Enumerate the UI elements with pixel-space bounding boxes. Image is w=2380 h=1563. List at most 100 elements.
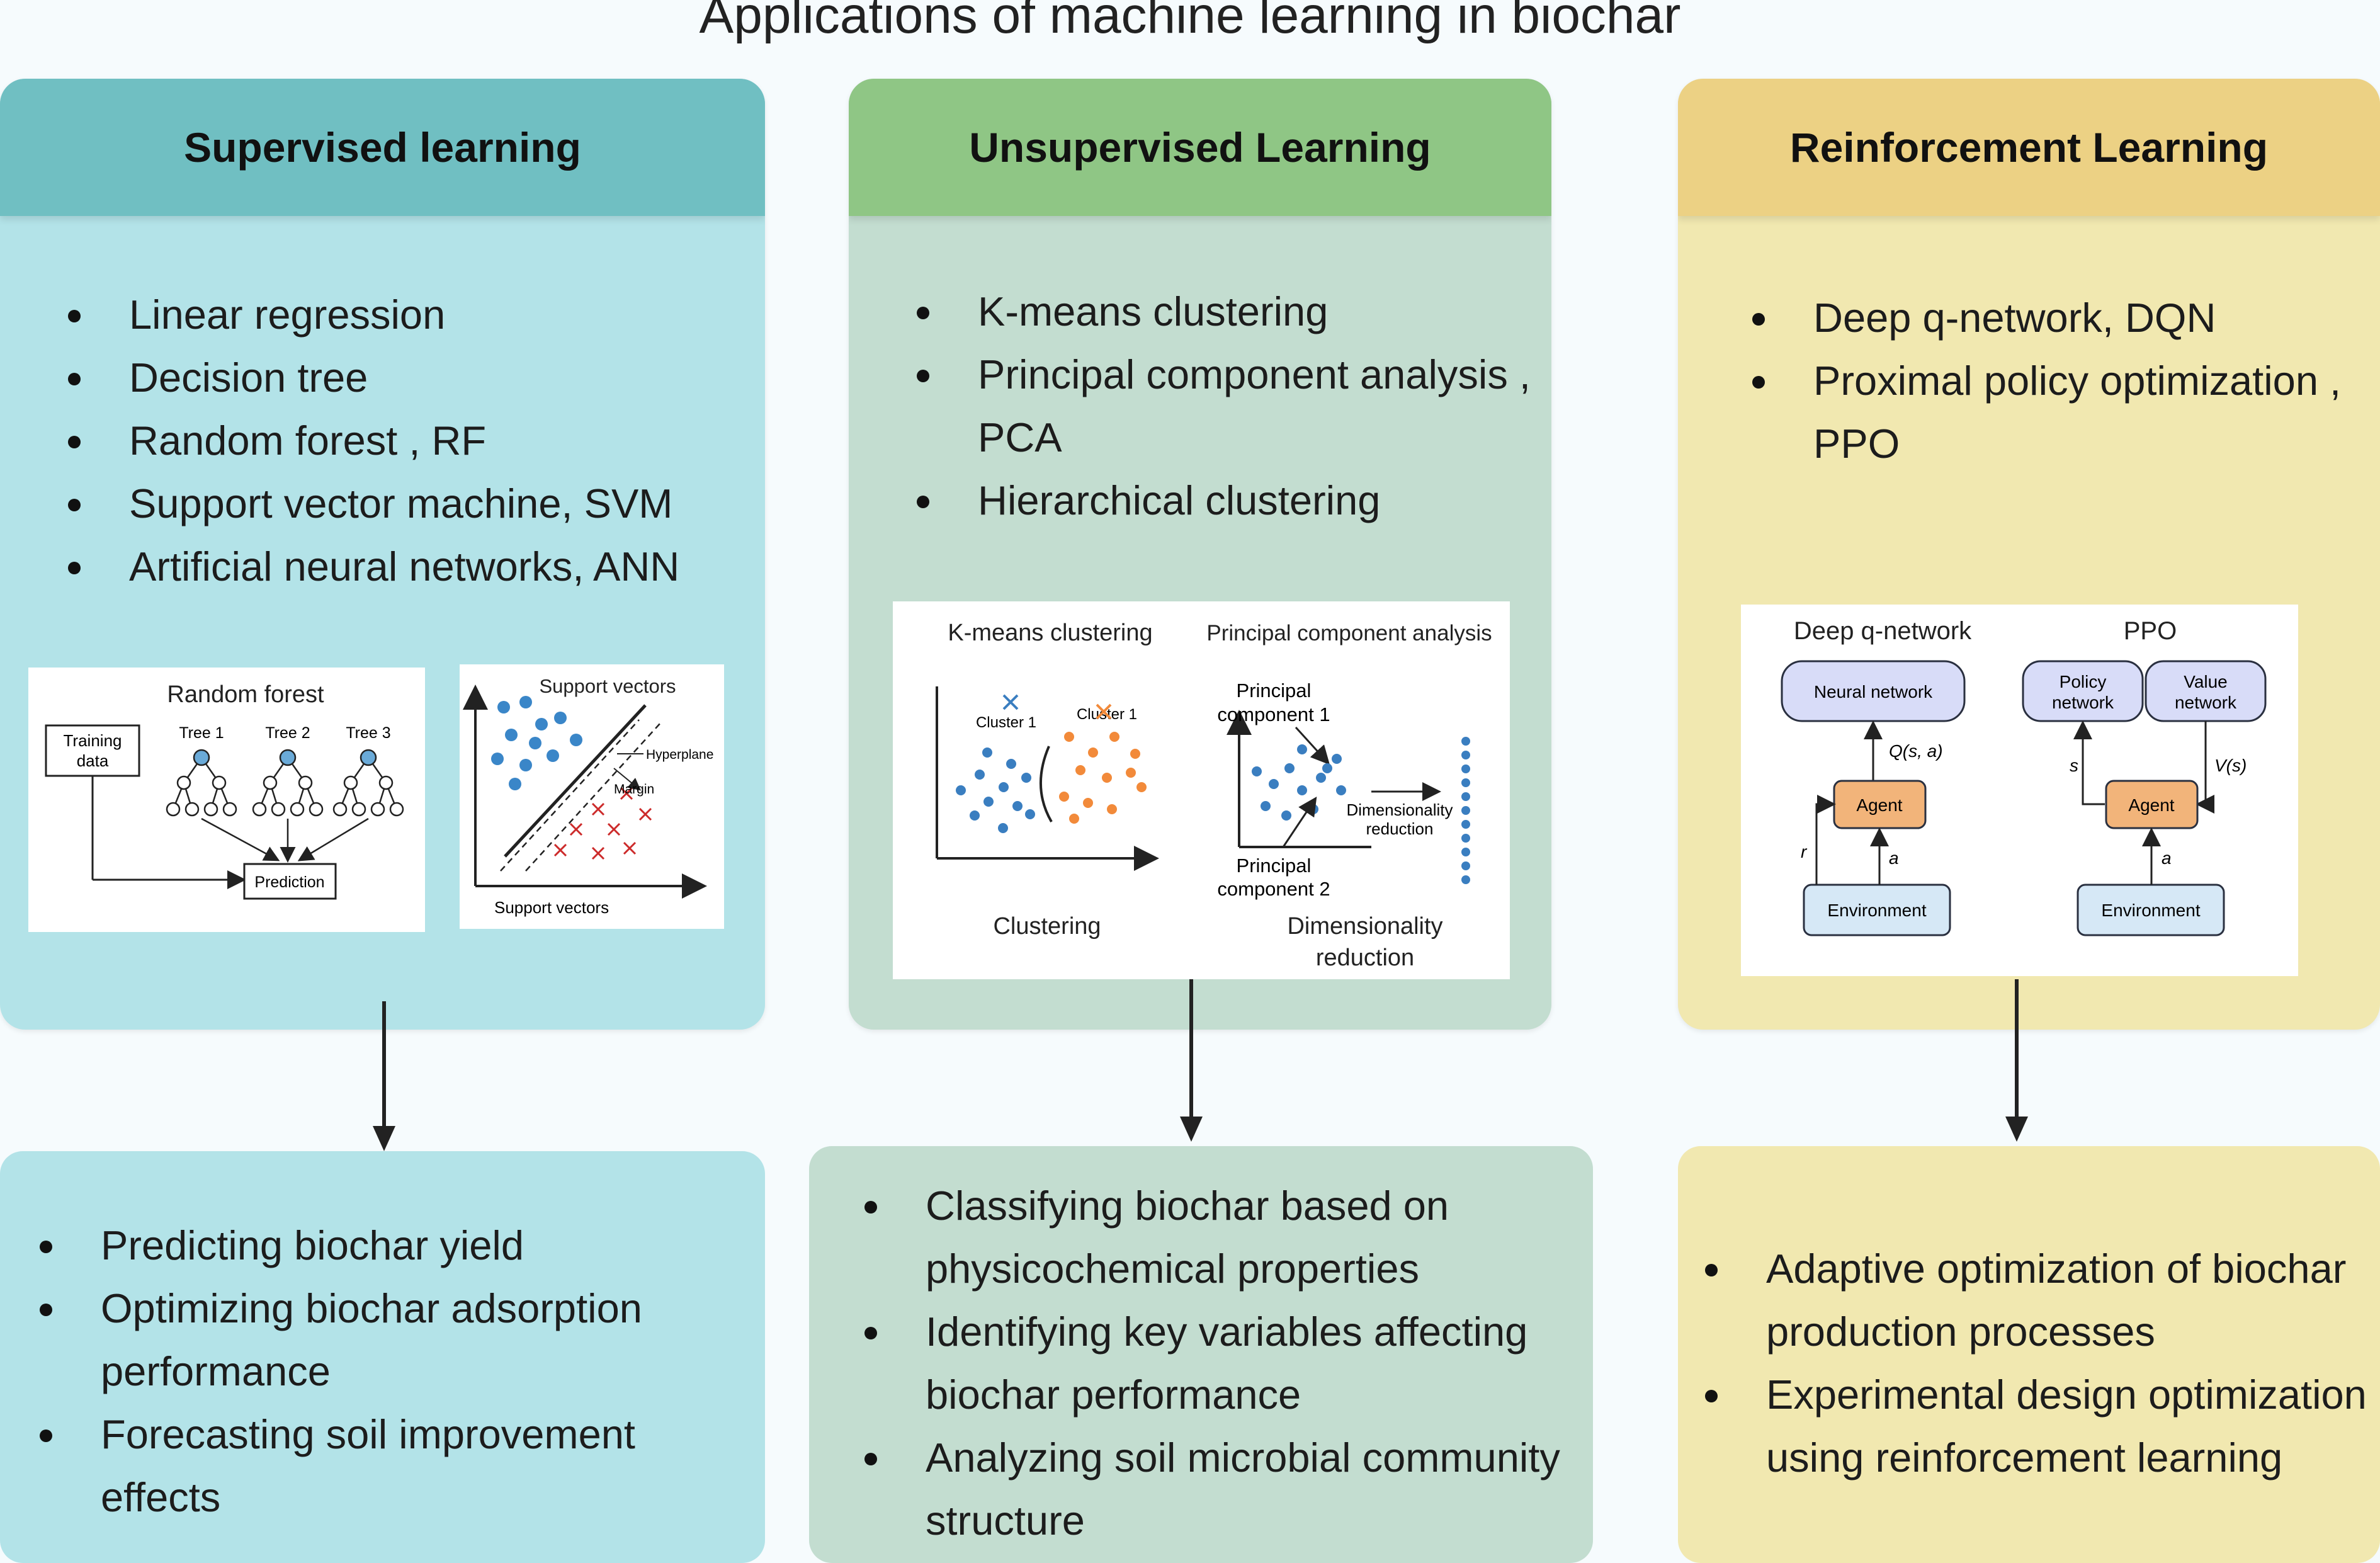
value-network-label: Value — [2184, 672, 2228, 691]
reinforcement-methods-list: Deep q-network, DQN Proximal policy opti… — [1747, 287, 2377, 475]
reinforcement-down-arrow — [2005, 979, 2028, 1142]
agent-label: Agent — [2128, 795, 2174, 815]
cluster-point-blue — [982, 747, 992, 758]
reduced-point — [1461, 751, 1470, 759]
dqn-title: Deep q-network — [1794, 617, 1972, 645]
cluster-label: Cluster 1 — [976, 714, 1036, 731]
svm-cross — [638, 807, 652, 821]
supervised-panel: Supervised learning Linear regression De… — [0, 79, 765, 1030]
unsupervised-heading: Unsupervised Learning — [849, 79, 1551, 216]
dimred-small-label: reduction — [1366, 819, 1434, 838]
tree-node — [298, 775, 313, 790]
list-item: Decision tree — [63, 346, 756, 409]
cluster-point-blue — [956, 785, 966, 795]
cluster-point-blue — [975, 770, 985, 780]
list-item: Adaptive optimization of biochar product… — [1700, 1237, 2374, 1363]
unsupervised-applications-box: Classifying biochar based on physicochem… — [809, 1146, 1593, 1563]
agent-label: Agent — [1856, 795, 1902, 815]
cluster-boundary — [1040, 746, 1053, 823]
list-item: Forecasting soil improvement effects — [35, 1403, 702, 1529]
margin-label: Margin — [614, 782, 654, 797]
pc1-arrow — [1295, 726, 1330, 765]
tree-leaf-node — [332, 802, 348, 817]
tree-leaf-node — [166, 802, 181, 817]
hyperplane-line — [504, 704, 647, 858]
centroid-blue — [1002, 694, 1019, 710]
pca-title: Principal component analysis — [1206, 621, 1492, 645]
svm-point — [570, 734, 582, 746]
centroid-orange — [1096, 703, 1112, 720]
svm-point — [519, 759, 532, 771]
pca-point — [1252, 766, 1262, 776]
tree-root-node — [193, 749, 210, 766]
list-item: Random forest , RF — [63, 409, 756, 472]
pca-point — [1269, 779, 1279, 789]
svm-cross — [607, 822, 621, 836]
svm-point — [505, 729, 518, 741]
policy-network-label: Policy — [2060, 672, 2107, 691]
list-item: Predicting biochar yield — [35, 1214, 702, 1277]
clustering-pca-figure: K-means clustering Principal component a… — [893, 601, 1510, 979]
value-to-agent-arrow — [2196, 721, 2214, 814]
state-label: s — [2070, 756, 2078, 775]
cluster-point-blue — [983, 797, 994, 807]
value-network-label: network — [2175, 693, 2237, 712]
supervised-down-arrow — [373, 1001, 395, 1151]
svm-point — [519, 696, 532, 708]
unsupervised-methods-list: K-means clustering Principal component a… — [912, 280, 1548, 532]
cluster-point-orange — [1130, 749, 1140, 759]
cluster-point-orange — [1075, 765, 1085, 775]
ppo-title: PPO — [2124, 617, 2177, 645]
tree-label: Tree 3 — [346, 724, 390, 742]
supervised-methods-list: Linear regression Decision tree Random f… — [63, 283, 756, 598]
list-item: Support vector machine, SVM — [63, 472, 756, 535]
svm-title: Support vectors — [539, 675, 676, 697]
unsupervised-down-arrow — [1180, 979, 1203, 1142]
tree-node — [263, 775, 278, 790]
list-item: Hierarchical clustering — [912, 469, 1548, 532]
tree-leaf-node — [389, 802, 404, 817]
tree-root-node — [360, 749, 377, 766]
supervised-applications-list: Predicting biochar yield Optimizing bioc… — [35, 1214, 702, 1529]
training-label: Training — [64, 731, 122, 750]
pc1-label: component 1 — [1217, 703, 1330, 725]
svm-point — [529, 737, 541, 749]
cluster-point-orange — [1088, 747, 1098, 758]
svm-cross-stroke — [591, 846, 605, 860]
reward-arrow — [1815, 795, 1836, 885]
value-label: V(s) — [2214, 756, 2247, 775]
reward-label: r — [1801, 842, 1808, 861]
reduced-point — [1461, 778, 1470, 787]
decision-tree-icons — [166, 749, 404, 817]
margin-line — [500, 719, 640, 872]
random-forest-figure: Random forest Training data Tree 1 Tree … — [28, 668, 425, 932]
cluster-point-blue — [1006, 759, 1016, 769]
svm-point — [491, 753, 504, 765]
svm-cross — [553, 843, 567, 857]
list-item: Classifying biochar based on physicochem… — [859, 1174, 1571, 1300]
list-item: Linear regression — [63, 283, 756, 346]
svm-cross — [623, 841, 637, 855]
cluster-point-blue — [1025, 809, 1035, 819]
training-data-box — [45, 724, 140, 777]
pca-point — [1316, 773, 1326, 783]
kmeans-data-points — [956, 694, 1147, 833]
cluster-point-orange — [1083, 798, 1093, 808]
clustering-caption: Clustering — [993, 913, 1101, 940]
cluster-point-orange — [1107, 804, 1117, 814]
pca-point — [1297, 744, 1307, 754]
pca-point — [1261, 801, 1271, 811]
svm-cross-stroke — [569, 822, 583, 836]
pca-point — [1332, 754, 1342, 764]
reinforcement-applications-list: Adaptive optimization of biochar product… — [1700, 1237, 2374, 1489]
tree-leaf-node — [290, 802, 305, 817]
pca-point — [1322, 763, 1332, 773]
connector-arrow — [201, 817, 280, 861]
tree-label: Tree 1 — [179, 724, 224, 742]
svm-point — [554, 712, 567, 724]
pca-point — [1336, 785, 1346, 795]
pca-point — [1284, 763, 1295, 773]
svm-data-points — [491, 696, 652, 860]
reinforcement-heading: Reinforcement Learning — [1678, 79, 2380, 216]
policy-network-label: network — [2052, 693, 2114, 712]
